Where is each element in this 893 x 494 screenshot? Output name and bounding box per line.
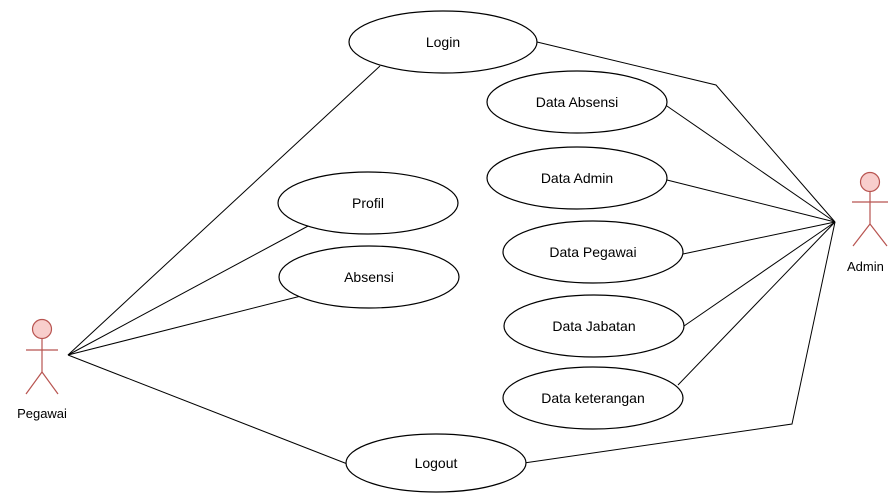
association-pegawai-logout: [67, 354, 351, 466]
actor-admin-head: [859, 171, 881, 193]
use-case-profil-shape: [277, 171, 459, 235]
use-case-data-jabatan-shape: [503, 294, 685, 358]
association-pegawai-profil: [67, 224, 311, 356]
actor-pegawai-label: Pegawai: [17, 406, 67, 421]
actor-pegawai[interactable]: Pegawai: [17, 318, 67, 422]
use-case-logout-label: Logout: [415, 455, 458, 471]
use-case-absensi-label: Absensi: [344, 269, 394, 285]
use-case-login-label: Login: [426, 34, 460, 50]
association-admin-logout: [523, 221, 836, 464]
association-admin-data-pegawai: [682, 221, 836, 255]
use-case-data-absensi-label: Data Absensi: [536, 94, 619, 110]
use-case-data-jabatan[interactable]: Data Jabatan: [503, 294, 685, 358]
use-case-data-admin[interactable]: Data Admin: [486, 146, 668, 210]
association-pegawai-login: [67, 65, 381, 356]
actor-admin-label: Admin: [847, 259, 884, 274]
use-case-data-keterangan-shape: [502, 366, 684, 430]
association-admin-login: [536, 41, 836, 223]
associations: [67, 41, 836, 466]
use-case-data-jabatan-label: Data Jabatan: [552, 318, 635, 334]
use-case-data-pegawai-shape: [502, 220, 684, 284]
use-case-absensi[interactable]: Absensi: [278, 245, 460, 309]
use-case-data-admin-label: Data Admin: [541, 170, 613, 186]
use-case-login[interactable]: Login: [348, 10, 538, 74]
use-case-login-shape: [348, 10, 538, 74]
association-admin-data-admin: [666, 179, 836, 223]
use-case-data-absensi[interactable]: Data Absensi: [486, 70, 668, 134]
use-case-data-pegawai[interactable]: Data Pegawai: [502, 220, 684, 284]
association-admin-data-keterangan: [677, 221, 836, 386]
use-case-profil-label: Profil: [352, 195, 384, 211]
association-admin-data-jabatan: [683, 221, 836, 327]
use-case-logout-shape: [345, 433, 527, 493]
use-case-absensi-shape: [278, 245, 460, 309]
use-case-data-keterangan-label: Data keterangan: [541, 390, 645, 406]
actor-admin[interactable]: Admin: [847, 171, 888, 275]
actor-pegawai-icon: [25, 318, 59, 395]
use-case-data-admin-shape: [486, 146, 668, 210]
association-admin-data-absensi: [663, 103, 836, 223]
use-case-data-pegawai-label: Data Pegawai: [549, 244, 636, 260]
use-case-logout[interactable]: Logout: [345, 433, 527, 493]
actor-pegawai-head: [31, 318, 53, 340]
use-case-data-absensi-shape: [486, 70, 668, 134]
use-case-profil[interactable]: Profil: [277, 171, 459, 235]
actor-admin-icon: [852, 171, 888, 247]
association-pegawai-absensi: [67, 294, 306, 356]
use-case-data-keterangan[interactable]: Data keterangan: [502, 366, 684, 430]
